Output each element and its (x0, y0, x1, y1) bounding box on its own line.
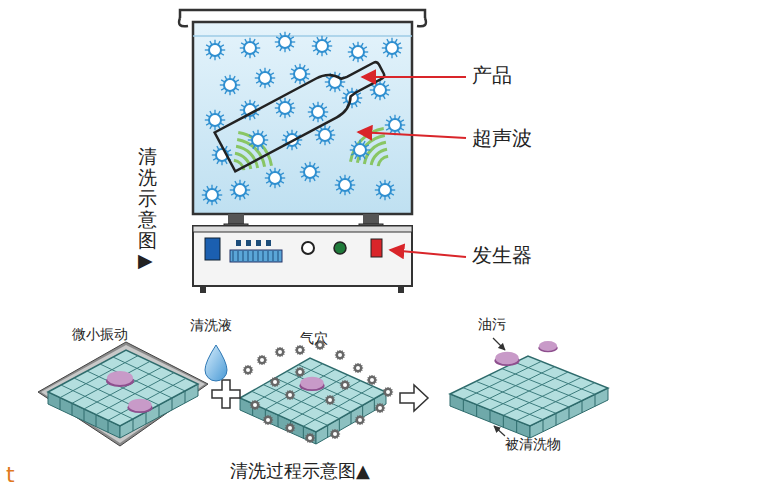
cleaned-object-tile (38, 342, 208, 446)
cavitation-bubble (335, 175, 355, 195)
step-label: 清洗液 (190, 317, 232, 334)
cavitation-bubble (382, 38, 402, 58)
cavitation-bubble (348, 42, 368, 62)
cavitation-bubble (375, 180, 395, 200)
watermark: t (6, 462, 15, 488)
cavitation-bubble (255, 68, 275, 88)
part-label: 发生器 (472, 243, 532, 267)
part-label: 超声波 (472, 126, 532, 150)
cavitation-bubble (367, 375, 377, 385)
cavitation-bubble (275, 32, 295, 52)
cavitation-bubble (265, 168, 285, 188)
cavitation-bubble (355, 415, 365, 425)
oil-stain (299, 377, 324, 391)
cavitation-bubble (350, 140, 370, 160)
cavitation-bubble (263, 415, 273, 425)
cavitation-bubble (250, 400, 260, 410)
cavitation-bubble (275, 98, 295, 118)
oil-stain (106, 371, 134, 387)
cavitation-bubble (295, 367, 305, 377)
cavitation-bubble (275, 347, 285, 357)
cavitation-bubble (312, 36, 332, 56)
product-bottle (215, 49, 392, 171)
cavitation-bubble (385, 115, 405, 135)
cavitation-bubble (295, 345, 305, 355)
cavitation-bubble (240, 38, 260, 58)
cavitation-bubble (375, 403, 385, 413)
vertical-caption: 清洗示意图▶ (138, 146, 157, 271)
caption: 清洗过程示意图▲ (230, 460, 370, 482)
leader-arrow (358, 77, 466, 257)
cleaning-tank (179, 10, 426, 214)
step-label: 气穴 (300, 330, 328, 347)
cavitation-bubble (285, 390, 295, 400)
cavitation-bubble (202, 185, 222, 205)
cavitation-bubble (330, 429, 340, 439)
cavitation-bubble (305, 433, 315, 443)
ultrasonic-wave (234, 128, 388, 170)
cavitation-bubble (220, 75, 240, 95)
cleaned-object-tile (240, 358, 386, 444)
part-label: 产品 (472, 63, 512, 87)
cleaned-object-tile (450, 356, 608, 438)
cavitation-bubble (243, 365, 253, 375)
part-label: 油污 (478, 316, 506, 333)
cavitation-bubble (335, 350, 345, 360)
generator-box (193, 226, 413, 293)
oil-stain (538, 341, 558, 352)
cavitation-bubble (248, 130, 268, 150)
part-label: 被清洗物 (505, 436, 561, 453)
cavitation-bubble (308, 102, 328, 122)
oil-stain (127, 399, 152, 413)
cavitation-bubble (325, 395, 335, 405)
cavitation-bubble (290, 64, 310, 84)
cavitation-bubble (257, 355, 267, 365)
cavitation-bubble (270, 377, 280, 387)
cavitation-bubble (383, 387, 393, 397)
cavitation-bubble (205, 40, 225, 60)
cavitation-bubble (340, 380, 350, 390)
process-symbol (205, 338, 505, 436)
cavitation-bubble (230, 180, 250, 200)
cavitation-bubble (353, 363, 363, 373)
cavitation-bubble (300, 162, 320, 182)
cavitation-bubble (285, 423, 295, 433)
step-label: 微小振动 (72, 326, 128, 343)
oil-stain (494, 352, 519, 366)
